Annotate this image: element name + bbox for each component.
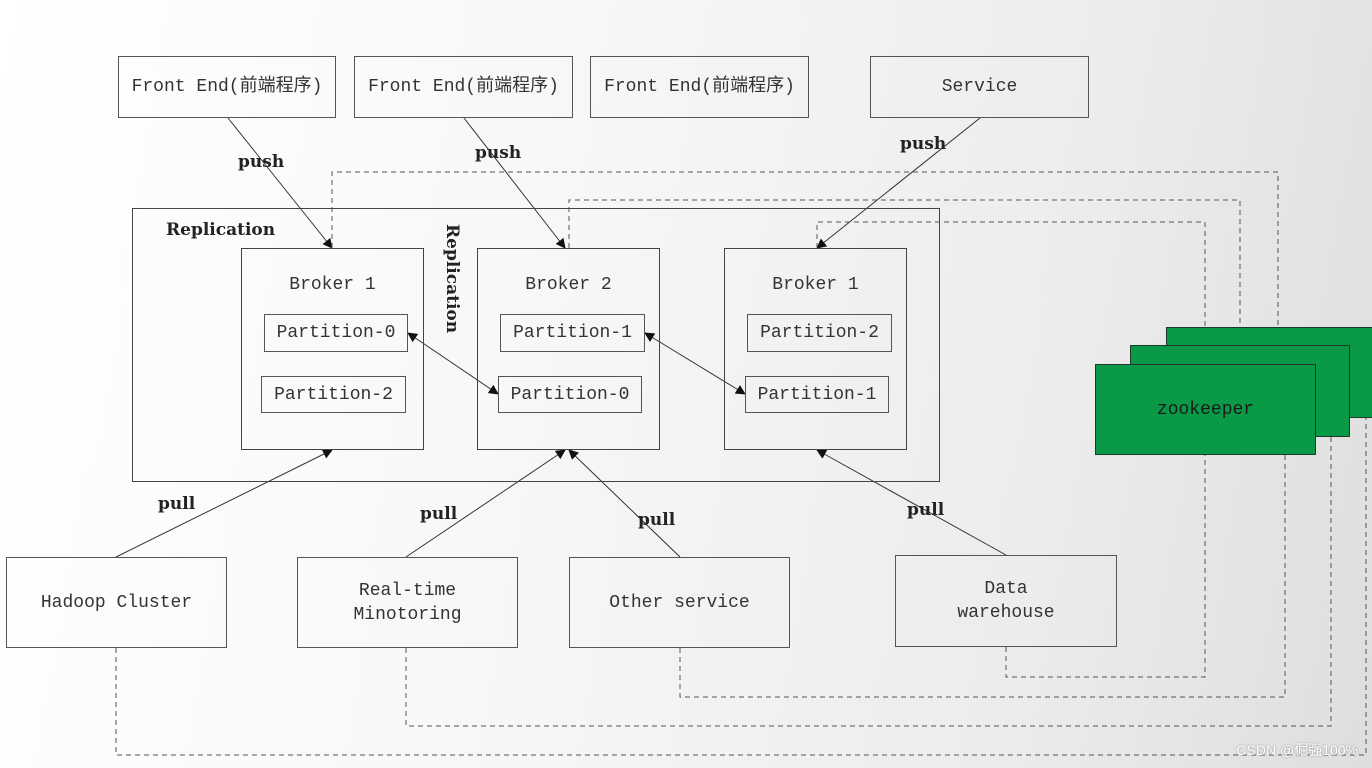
realtime-label-line1: Real-time	[358, 580, 457, 601]
push-arrow-1	[227, 117, 333, 249]
zk-link-warehouse	[1005, 455, 1206, 678]
partition-box[interactable]: Partition-2	[747, 314, 892, 352]
replication-arrow-2	[644, 332, 746, 395]
push-label-1: push	[238, 152, 285, 172]
front-end-label-3: Front End(前端程序)	[604, 77, 795, 97]
broker-title: Broker 2	[525, 275, 612, 295]
zk-link-other-service	[679, 455, 1286, 698]
replication-container	[132, 208, 940, 482]
front-end-box-1[interactable]: Front End(前端程序)	[118, 56, 336, 118]
pull-label-1: pull	[158, 494, 196, 514]
watermark: CSDN @倔强100%	[1236, 742, 1358, 758]
front-end-label-2: Front End(前端程序)	[368, 77, 559, 97]
hadoop-cluster-label: Hadoop Cluster	[40, 592, 193, 613]
hadoop-cluster-box[interactable]: Hadoop Cluster	[6, 557, 227, 648]
broker-3[interactable]: Broker 1	[724, 248, 907, 450]
partition-box[interactable]: Partition-2	[261, 376, 406, 413]
zk-link-realtime	[405, 437, 1332, 727]
zookeeper-label: zookeeper	[1156, 399, 1255, 420]
warehouse-label-line2: warehouse	[957, 603, 1055, 623]
broker-title: Broker 1	[289, 275, 376, 295]
warehouse-label-line1: Data	[984, 579, 1028, 599]
service-box[interactable]: Service	[870, 56, 1089, 118]
other-service-label: Other service	[609, 592, 750, 613]
broker-2[interactable]: Broker 2	[477, 248, 660, 450]
broker-title: Broker 1	[772, 275, 859, 295]
push-arrow-2	[463, 117, 566, 249]
broker-1[interactable]: Broker 1	[241, 248, 424, 450]
pull-arrow-2	[405, 449, 566, 558]
pull-arrow-1	[115, 449, 333, 558]
replication-vertical-label: Replication	[442, 224, 462, 334]
partition-box[interactable]: Partition-1	[745, 376, 889, 413]
zookeeper-node[interactable]: zookeeper	[1095, 364, 1316, 455]
pull-label-4: pull	[907, 500, 945, 520]
other-service-box[interactable]: Other service	[569, 557, 790, 648]
front-end-box-2[interactable]: Front End(前端程序)	[354, 56, 573, 118]
push-label-2: push	[475, 143, 522, 163]
push-arrow-3	[816, 117, 981, 249]
front-end-box-3[interactable]: Front End(前端程序)	[590, 56, 809, 118]
zk-link-hadoop	[115, 418, 1367, 756]
pull-label-2: pull	[420, 504, 458, 524]
zk-link-broker-1	[331, 171, 1279, 327]
front-end-label-1: Front End(前端程序)	[131, 77, 323, 97]
partition-box[interactable]: Partition-0	[498, 376, 642, 413]
partition-box[interactable]: Partition-0	[264, 314, 408, 352]
realtime-monitoring-box[interactable]: Real-time Minotoring	[297, 557, 518, 648]
pull-arrow-4	[816, 449, 1007, 556]
zk-link-broker-3	[816, 221, 1206, 364]
pull-label-3: pull	[638, 510, 676, 530]
data-warehouse-box[interactable]: Data warehouse	[895, 555, 1117, 647]
replication-label: Replication	[166, 220, 276, 240]
pull-arrow-3	[568, 449, 681, 558]
service-label: Service	[941, 77, 1018, 97]
realtime-label-line2: Minotoring	[353, 604, 462, 625]
push-label-3: push	[900, 134, 947, 154]
partition-box[interactable]: Partition-1	[500, 314, 645, 352]
